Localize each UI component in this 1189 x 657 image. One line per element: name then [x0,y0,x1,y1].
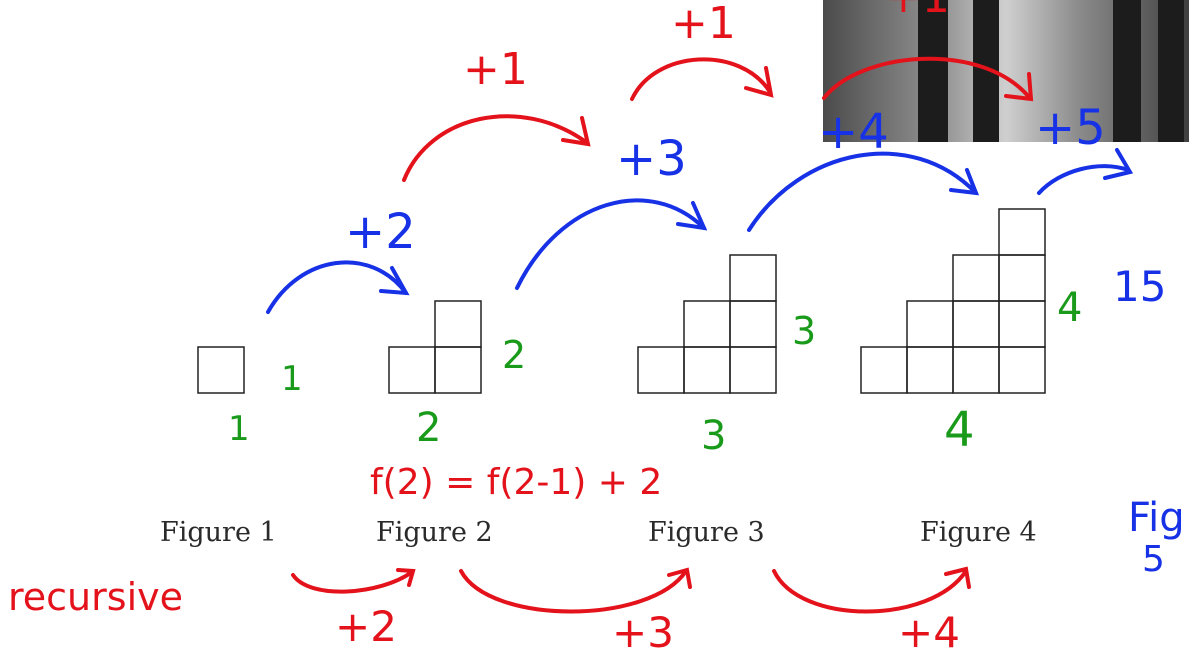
figure-2-square [434,300,482,348]
figure-3-square [729,254,777,302]
red-increment-bottom-plus-2: +2 [335,602,397,651]
figure-4-square [998,346,1046,394]
blue-increment-plus-3: +3 [616,131,687,187]
red-arrow-bottom-3 [772,569,968,614]
recursive-formula: f(2) = f(2-1) + 2 [370,462,663,503]
blue-arrow-3-to-4-head [949,168,980,196]
red-increment-bottom-plus-3: +3 [612,608,674,657]
fig-5-label-line2: 5 [1142,539,1165,580]
red-arrow-top-3-head [1004,72,1034,102]
figure-2-count: 2 [502,333,527,377]
fig-5-label-line1: Fig [1128,495,1185,541]
red-arrow-top-1 [402,114,588,182]
red-increment-top-1: +1 [463,44,528,95]
figure-3-square [729,346,777,394]
red-arrow-top-2 [630,57,772,101]
figure-3-label: Figure 3 [648,517,765,548]
blue-increment-plus-5: +5 [1035,100,1106,156]
figure-4-index: 4 [944,402,975,458]
figure-4-square [998,208,1046,256]
red-arrow-bottom-2-head [667,567,692,589]
figure-3-index: 3 [701,413,727,459]
figure-4-label: Figure 4 [920,517,1037,548]
blue-arrow-2-to-3 [515,198,706,290]
figure-4-count: 4 [1057,285,1083,331]
figure-3-square [683,300,731,348]
blue-arrow-1-to-2-head [379,266,410,296]
figure-2-label: Figure 2 [376,517,493,548]
figure-4-square [952,300,1000,348]
blue-arrow-4-to-5 [1037,164,1130,195]
figure-2-square [434,346,482,394]
figure-4-square [952,254,1000,302]
figure-4-square [906,346,954,394]
figure-4-square [998,254,1046,302]
figure-4-square [952,346,1000,394]
figure-1-index: 1 [228,409,250,449]
figure-4-square [998,300,1046,348]
red-arrow-bottom-3-head [944,566,971,589]
figure-3-square [683,346,731,394]
red-arrow-top-1-head [561,116,591,147]
red-arrow-top-2-head [744,66,774,98]
blue-increment-plus-2: +2 [345,204,416,260]
red-arrow-top-3 [822,56,1031,100]
figure-3-count: 3 [792,309,817,353]
blue-arrow-3-to-4 [747,151,978,232]
figure-4-square [906,300,954,348]
total-15-note: 15 [1113,262,1167,311]
blue-arrow-4-to-5-head [1103,148,1134,180]
red-arrow-bottom-2 [459,569,688,614]
figure-2-index: 2 [416,405,442,451]
figure-3-square [729,300,777,348]
figure-2-square [388,346,436,394]
blue-arrow-2-to-3-head [676,201,708,231]
red-arrow-bottom-1 [291,570,414,594]
photo-inset [823,0,1189,142]
blue-arrow-1-to-2 [266,260,408,314]
red-increment-bottom-plus-4: +4 [898,608,960,657]
figure-1-square [197,346,245,394]
figure-3-square [637,346,685,394]
blue-increment-plus-4: +4 [818,104,889,160]
recursive-note: recursive [8,575,183,619]
figure-1-count: 1 [281,359,303,399]
red-increment-top-2: +1 [671,0,736,49]
figure-4-square [860,346,908,394]
red-increment-top-3: +1 [885,0,950,20]
red-arrow-bottom-1-head [396,568,416,587]
figure-1-label: Figure 1 [160,517,277,548]
